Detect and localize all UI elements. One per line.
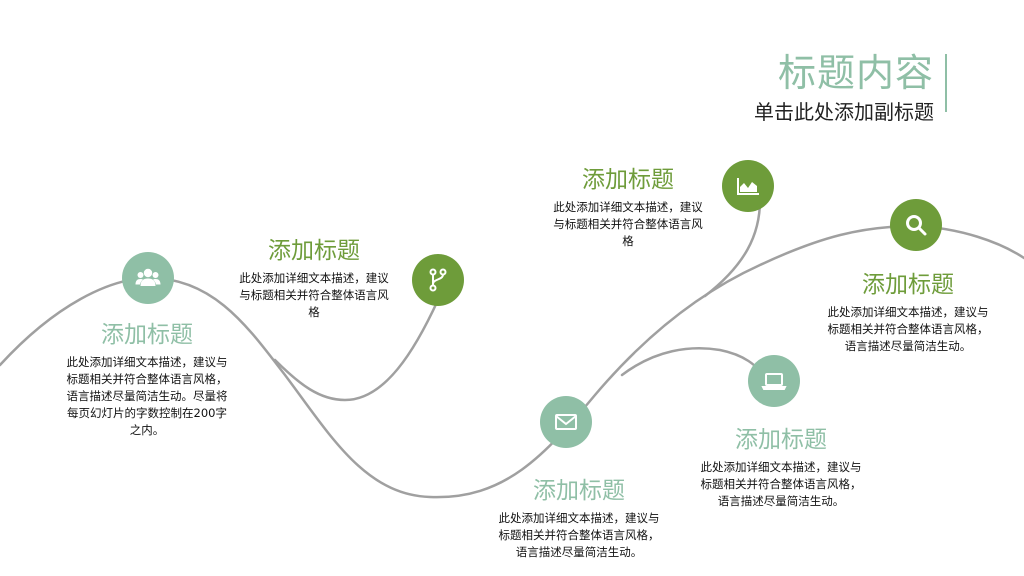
item-description: 此处添加详细文本描述，建议与标题相关并符合整体语言风格 (553, 200, 703, 248)
item-title: 添加标题 (862, 272, 954, 298)
item-title: 添加标题 (582, 167, 674, 193)
node-laptop (748, 355, 800, 407)
area-chart-icon (737, 178, 759, 195)
node-users (122, 252, 174, 304)
item-title: 添加标题 (101, 322, 193, 348)
page-subtitle: 单击此处添加副标题 (754, 100, 934, 124)
mail-icon (555, 414, 577, 430)
item-description: 此处添加详细文本描述，建议与标题相关并符合整体语言风格，语言描述尽量简洁生动。 (827, 305, 989, 353)
branch-curve-2 (703, 198, 762, 298)
item-title: 添加标题 (268, 238, 360, 264)
item-block-4: 添加标题 此处添加详细文本描述，建议与标题相关并符合整体语言风格 (550, 165, 706, 250)
item-block-3: 添加标题 此处添加详细文本描述，建议与标题相关并符合整体语言风格，语言描述尽量简… (493, 476, 665, 561)
node-search (890, 199, 942, 251)
page-title: 标题内容 (777, 51, 934, 95)
node-mail (540, 396, 592, 448)
laptop-icon (761, 373, 787, 390)
item-description: 此处添加详细文本描述，建议与标题相关并符合整体语言风格，语言描述尽量简洁生动。 (498, 511, 660, 559)
title-divider (945, 54, 947, 112)
header: 标题内容 单击此处添加副标题 (754, 50, 934, 126)
branch-curve-1 (273, 298, 440, 402)
item-block-2: 添加标题 此处添加详细文本描述，建议与标题相关并符合整体语言风格 (236, 236, 392, 321)
users-icon (135, 268, 161, 286)
item-description: 此处添加详细文本描述，建议与标题相关并符合整体语言风格，语言描述尽量简洁生动。尽… (66, 355, 228, 437)
item-title: 添加标题 (533, 478, 625, 504)
branch-curve-3 (620, 347, 770, 380)
item-block-1: 添加标题 此处添加详细文本描述，建议与标题相关并符合整体语言风格，语言描述尽量简… (62, 320, 232, 439)
node-area-chart (722, 160, 774, 212)
item-block-5: 添加标题 此处添加详细文本描述，建议与标题相关并符合整体语言风格，语言描述尽量简… (695, 425, 867, 510)
item-description: 此处添加详细文本描述，建议与标题相关并符合整体语言风格，语言描述尽量简洁生动。 (700, 460, 862, 508)
branch-icon (429, 268, 447, 292)
item-block-6: 添加标题 此处添加详细文本描述，建议与标题相关并符合整体语言风格，语言描述尽量简… (822, 270, 994, 355)
node-branch (412, 254, 464, 306)
item-title: 添加标题 (735, 427, 827, 453)
item-description: 此处添加详细文本描述，建议与标题相关并符合整体语言风格 (239, 271, 389, 319)
search-icon (906, 215, 927, 236)
